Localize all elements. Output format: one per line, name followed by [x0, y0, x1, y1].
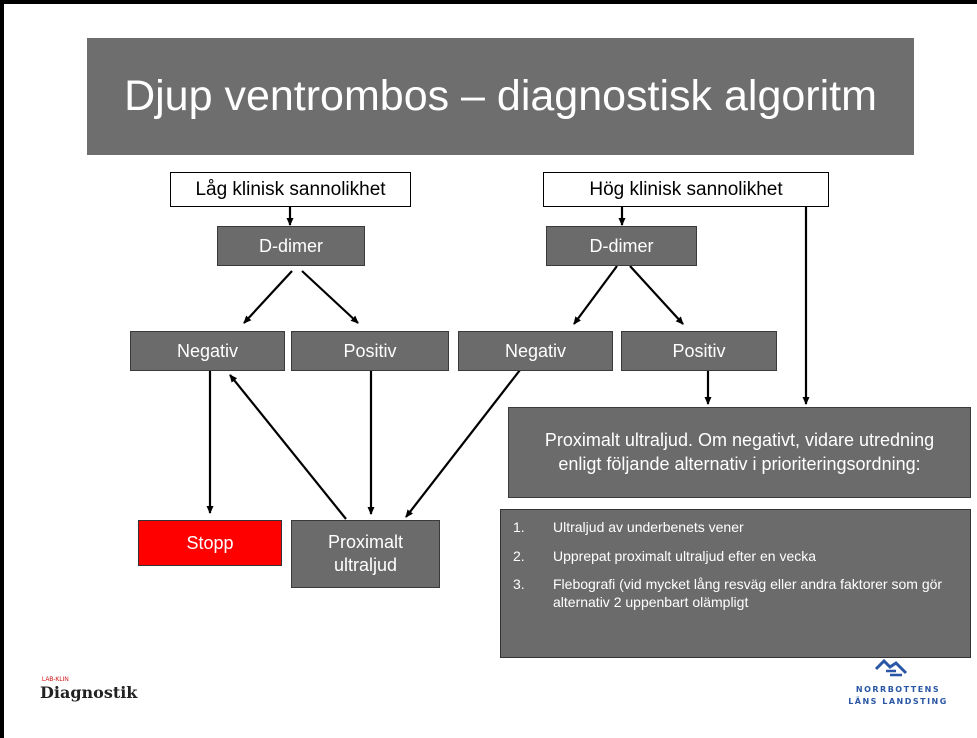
frame-top [0, 0, 977, 4]
list-item: 3. Flebografi (vid mycket lång resväg el… [513, 576, 958, 611]
list-number: 1. [513, 519, 525, 535]
stopp-box: Stopp [138, 520, 282, 566]
arrow-ddimer-to-positiv-right [629, 265, 684, 325]
negativ-right-box: Negativ [458, 331, 613, 371]
ddimer-left-box: D-dimer [217, 226, 365, 266]
norrbotten-logo-icon [874, 658, 908, 677]
list-text: Flebografi (vid mycket lång resväg eller… [553, 576, 943, 610]
frame-left [0, 0, 4, 738]
positiv-right-box: Positiv [621, 331, 777, 371]
arrow-ddimer-to-positiv-left [301, 270, 359, 324]
list-number: 3. [513, 576, 525, 592]
negativ-left-box: Negativ [130, 331, 285, 371]
diagnostik-logo: Diagnostik [40, 683, 138, 702]
list-item: 2. Upprepat proximalt ultraljud efter en… [513, 548, 958, 566]
list-number: 2. [513, 547, 525, 564]
arrow-ddimer-to-negativ-left [243, 270, 293, 324]
slide-title: Djup ventrombos – diagnostisk algoritm [87, 38, 914, 155]
list-text: Ultraljud av underbenets vener [553, 519, 744, 535]
proximal-ultrasound-box: Proximalt ultraljud [291, 520, 440, 588]
logo-text-line2: LÄNS LANDSTING [848, 697, 948, 706]
positiv-left-box: Positiv [291, 331, 449, 371]
alternatives-list: 1. Ultraljud av underbenets vener 2. Upp… [500, 509, 971, 658]
logo-text-line1: NORRBOTTENS [855, 685, 941, 694]
lab-logo-small-text: LAB-KLIN [42, 677, 69, 683]
ddimer-right-box: D-dimer [546, 226, 697, 266]
list-item: 1. Ultraljud av underbenets vener [513, 519, 958, 537]
arrow-negativ-right-to-proximal [405, 369, 521, 518]
high-probability-box: Hög klinisk sannolikhet [543, 172, 829, 207]
ultraljud-instructions-box: Proximalt ultraljud. Om negativt, vidare… [508, 407, 971, 498]
list-text: Upprepat proximalt ultraljud efter en ve… [553, 547, 817, 564]
low-probability-box: Låg klinisk sannolikhet [170, 172, 411, 207]
arrow-proximal-to-negativ-left [229, 374, 347, 520]
arrow-ddimer-to-negativ-right [573, 265, 618, 325]
